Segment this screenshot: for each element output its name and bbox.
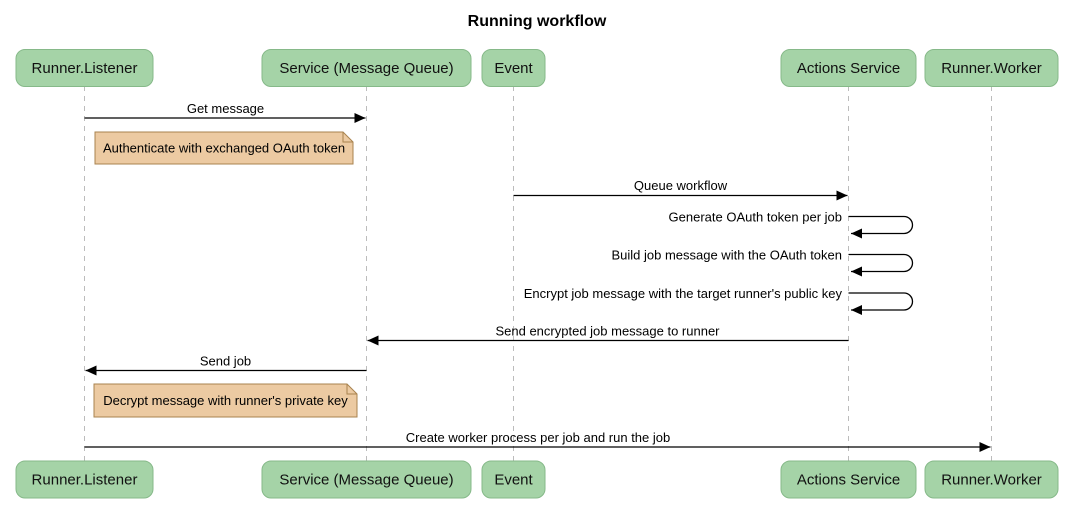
actor-top-actions-service: Actions Service (780, 49, 917, 87)
self-loop-arrow (848, 253, 914, 277)
actor-box (15, 460, 154, 499)
message-label: Get message (187, 101, 264, 116)
actor-bottom-actions-service: Actions Service (780, 460, 917, 499)
actor-label: Runner.Worker (941, 60, 1042, 77)
message-send-job: Send job (85, 354, 367, 376)
actor-box (481, 49, 546, 87)
message-get-message: Get message (84, 101, 366, 123)
actor-top-runner-listener: Runner.Listener (15, 49, 154, 87)
message-send-encrypted-job: Send encrypted job message to runner (367, 324, 849, 346)
actor-label: Runner.Worker (941, 472, 1042, 489)
message-label: Send encrypted job message to runner (495, 324, 720, 339)
note-label: Authenticate with exchanged OAuth token (103, 141, 345, 156)
actor-label: Service (Message Queue) (279, 60, 453, 77)
note-fold-corner (346, 384, 357, 395)
actor-box (15, 49, 154, 87)
actor-bottom-service-message-queue: Service (Message Queue) (261, 460, 472, 499)
diagram-title: Running workflow (468, 13, 607, 30)
actor-top-service-message-queue: Service (Message Queue) (261, 49, 472, 87)
actor-label: Service (Message Queue) (279, 472, 453, 489)
actor-label: Event (494, 60, 533, 77)
actor-bottom-runner-listener: Runner.Listener (15, 460, 154, 499)
message-queue-workflow: Queue workflow (513, 178, 848, 201)
self-loop-arrow (848, 215, 914, 239)
actor-box (780, 49, 917, 87)
message-create-worker-process: Create worker process per job and run th… (84, 430, 991, 452)
actor-label: Runner.Listener (32, 472, 138, 489)
note-decrypt-private-key: Decrypt message with runner's private ke… (93, 383, 358, 418)
actor-box (481, 460, 546, 499)
actor-box (261, 49, 472, 87)
actor-box (780, 460, 917, 499)
actor-top-runner-worker: Runner.Worker (924, 49, 1059, 87)
note-authenticate-oauth: Authenticate with exchanged OAuth token (94, 131, 354, 165)
message-label: Build job message with the OAuth token (611, 248, 842, 263)
message-label: Send job (200, 354, 251, 369)
message-generate-oauth-token: Generate OAuth token per job (669, 210, 914, 239)
actor-top-event: Event (481, 49, 546, 87)
actor-label: Event (494, 472, 533, 489)
actor-label: Actions Service (797, 60, 900, 77)
message-build-job-message: Build job message with the OAuth token (611, 248, 914, 277)
actor-box (924, 49, 1059, 87)
note-box (93, 383, 358, 418)
note-box (94, 131, 354, 165)
actor-bottom-runner-worker: Runner.Worker (924, 460, 1059, 499)
actor-label: Actions Service (797, 472, 900, 489)
message-label: Encrypt job message with the target runn… (524, 286, 843, 301)
note-label: Decrypt message with runner's private ke… (103, 393, 348, 408)
message-label: Generate OAuth token per job (669, 210, 842, 225)
message-encrypt-job-message: Encrypt job message with the target runn… (524, 286, 914, 315)
actor-bottom-event: Event (481, 460, 546, 499)
message-label: Queue workflow (634, 178, 728, 193)
actor-box (261, 460, 472, 499)
actor-box (924, 460, 1059, 499)
note-fold-corner (342, 132, 353, 143)
self-loop-arrow (848, 292, 914, 315)
actor-label: Runner.Listener (32, 60, 138, 77)
message-label: Create worker process per job and run th… (406, 430, 670, 445)
